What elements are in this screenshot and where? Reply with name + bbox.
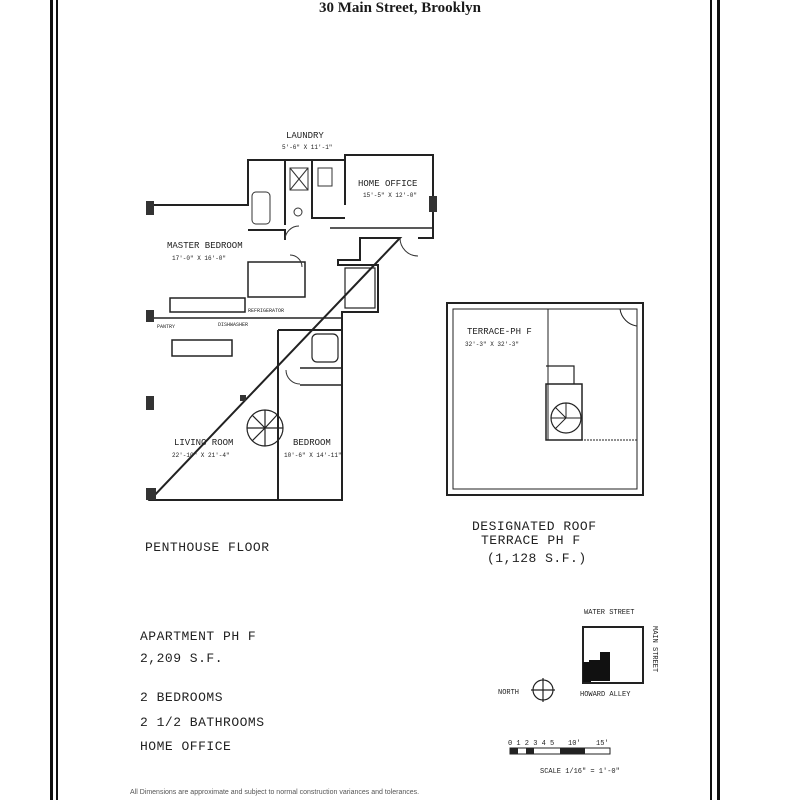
bedroom-label: BEDROOM — [293, 438, 331, 448]
door-swings — [284, 225, 419, 385]
page-border-left — [50, 0, 58, 800]
living-room-label: LIVING ROOM — [174, 438, 233, 448]
pantry-label: PANTRY — [157, 324, 175, 330]
scale-ten: 10' — [568, 740, 581, 748]
bedroom-dims: 10'-6" X 14'-11" — [284, 452, 342, 459]
floor-label: PENTHOUSE FLOOR — [145, 540, 270, 555]
laundry-label: LAUNDRY — [286, 131, 324, 141]
home-office-dims: 15'-5" X 12'-0" — [363, 192, 417, 199]
dimensions-footnote: All Dimensions are approximate and subje… — [130, 789, 420, 796]
howard-alley-label: HOWARD ALLEY — [580, 691, 631, 699]
terrace-label: TERRACE-PH F — [467, 327, 532, 337]
scale-label: SCALE 1/16" = 1'-0" — [540, 768, 620, 776]
scale-ticks: 0 1 2 3 4 5 — [508, 740, 554, 748]
bathroom-count: 2 1/2 BATHROOMS — [140, 715, 265, 730]
master-bedroom-dims: 17'-0" X 16'-0" — [172, 255, 226, 262]
bedroom-count: 2 BEDROOMS — [140, 690, 224, 705]
home-office-label: HOME OFFICE — [358, 179, 417, 189]
building-address: 30 Main Street, Brooklyn — [319, 0, 481, 16]
bath-fixtures — [251, 167, 333, 225]
living-room-dims: 22'-10" X 21'-4" — [172, 452, 230, 459]
dishwasher-label: DISHWASHER — [218, 322, 248, 328]
north-label: NORTH — [498, 689, 519, 697]
roof-line-2: TERRACE PH F — [481, 533, 581, 548]
site-map — [582, 626, 644, 684]
scale-bar — [509, 747, 611, 755]
apartment-area: 2,209 S.F. — [140, 651, 224, 666]
home-office-note: HOME OFFICE — [140, 739, 232, 754]
roof-area: (1,128 S.F.) — [487, 551, 587, 566]
master-bedroom-label: MASTER BEDROOM — [167, 241, 243, 251]
spiral-stair — [246, 409, 284, 447]
roof-line-1: DESIGNATED ROOF — [472, 519, 597, 534]
north-compass-icon — [531, 678, 555, 702]
terrace-dims: 32'-3" X 32'-3" — [465, 341, 519, 348]
columns — [146, 196, 437, 500]
terrace-outline — [446, 302, 644, 496]
scale-fifteen: 15' — [596, 740, 609, 748]
refrigerator-label: REFRIGERATOR — [248, 308, 284, 314]
page-border-right — [710, 0, 720, 800]
apartment-walls — [147, 154, 434, 501]
apartment-name: APARTMENT PH F — [140, 629, 257, 644]
laundry-dims: 5'-6" X 11'-1" — [282, 144, 332, 151]
water-street-label: WATER STREET — [584, 609, 634, 617]
main-street-label: MAIN STREET — [650, 626, 658, 672]
